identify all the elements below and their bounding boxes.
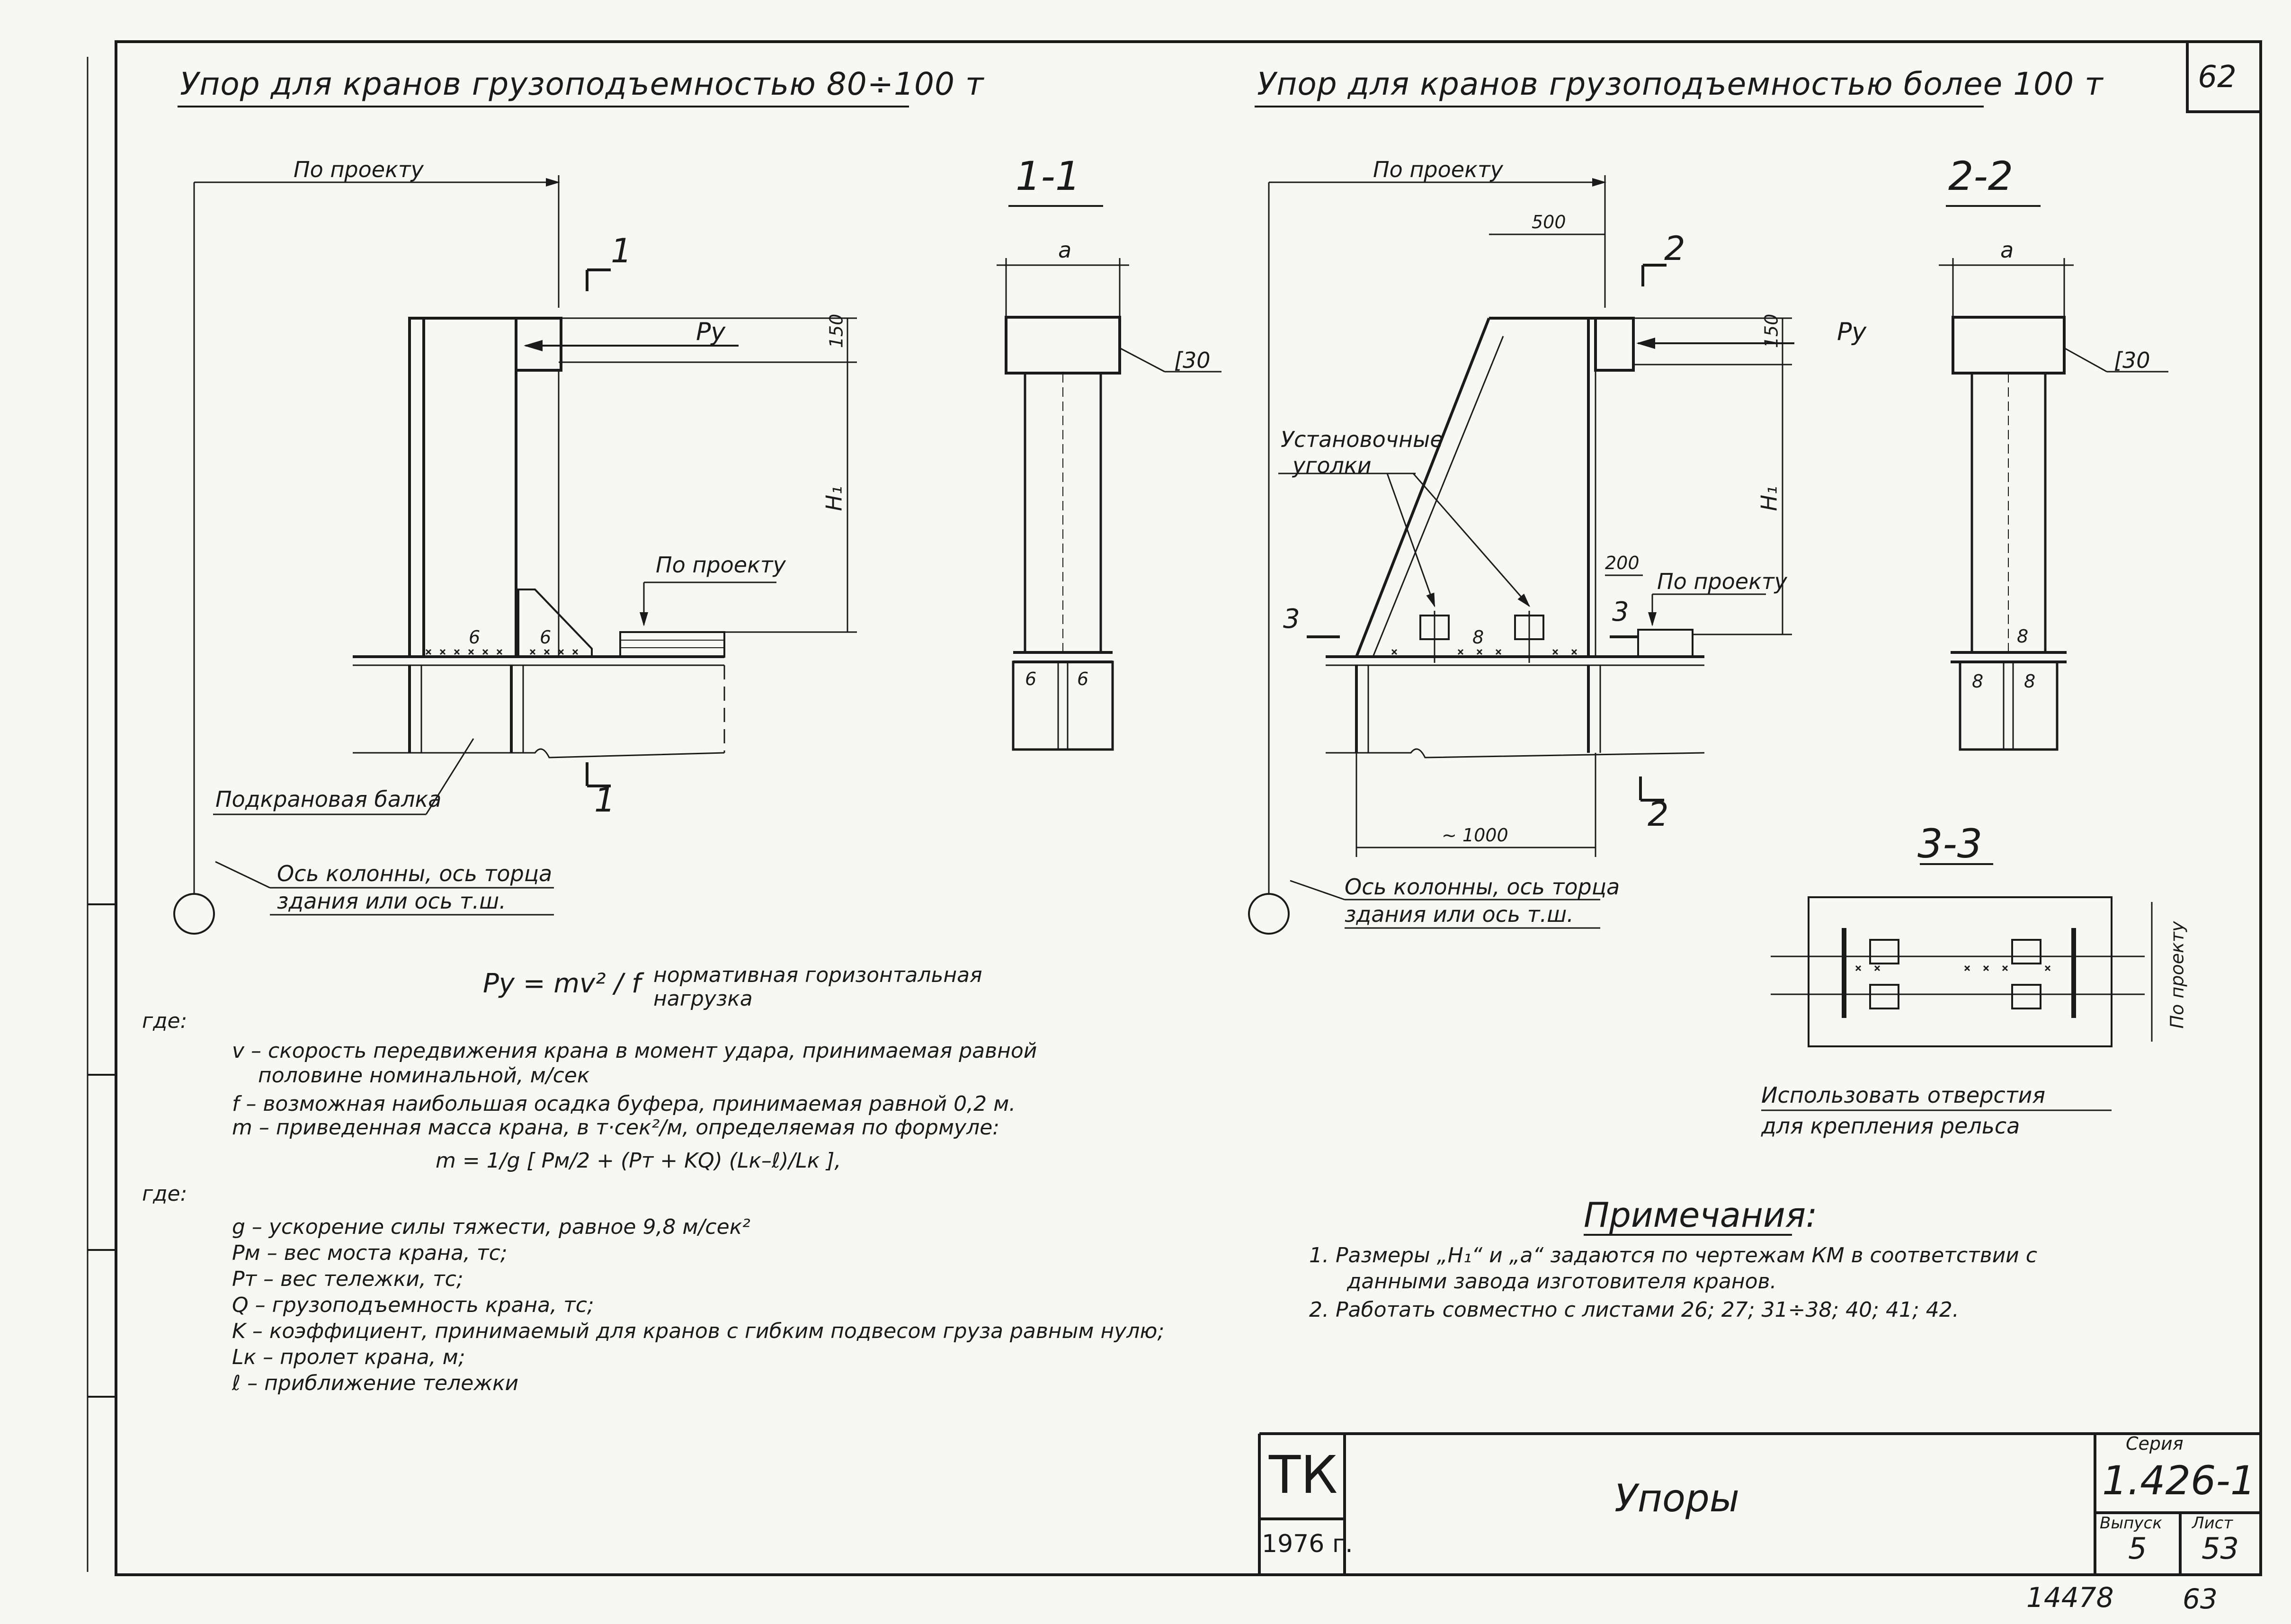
note-1a: 1. Размеры „H₁“ и „a“ задаются по чертеж… — [1309, 1243, 2037, 1267]
left-dim-a: a — [1058, 237, 1072, 263]
right-rail-level: По проекту — [1657, 569, 1787, 594]
formula-note-1: нормативная горизонтальная — [653, 963, 982, 987]
left-force: Pу — [696, 318, 726, 346]
formula-k: K – коэффициент, принимаемый для кранов … — [232, 1319, 1165, 1343]
formula-l: ℓ – приближение тележки — [232, 1371, 519, 1395]
left-axis-label-2: здания или ось т.ш. — [277, 888, 506, 914]
archive-number: 14478 — [2026, 1581, 2114, 1614]
note-1b: данными завода изготовителя кранов. — [1347, 1269, 1777, 1294]
left-title: Упор для кранов грузоподъемностью 80÷100… — [180, 66, 984, 102]
right-dim-1000: ~ 1000 — [1442, 825, 1508, 846]
section-2-2-label: 2-2 — [1948, 153, 2014, 199]
section-3-dim: По проекту — [2166, 921, 2188, 1029]
tb-name: Упоры — [1614, 1476, 1739, 1520]
angles-label-2: уголки — [1293, 453, 1372, 478]
axis-bubble — [173, 893, 215, 935]
right-dim-200: 200 — [1605, 553, 1640, 573]
cut-2-top: 2 — [1664, 229, 1685, 268]
left-weld-3: 6 — [1025, 669, 1037, 689]
right-axis-label-2: здания или ось т.ш. — [1345, 901, 1574, 927]
holes-label-1: Использовать отверстия — [1761, 1082, 2046, 1108]
right-channel: [30 — [2114, 348, 2150, 373]
note-2: 2. Работать совместно с листами 26; 27; … — [1309, 1298, 1959, 1322]
tb-issue-label: Выпуск — [2100, 1514, 2162, 1533]
right-dim-150: 150 — [1761, 313, 1782, 348]
right-weld-2: 8 — [2017, 626, 2029, 647]
tb-sheet: 53 — [2202, 1531, 2239, 1566]
angles-label-1: Установочные — [1281, 427, 1444, 452]
formula-v-2: половине номинальной, м/сек — [258, 1063, 590, 1088]
right-dim-500: 500 — [1532, 212, 1566, 232]
formula-lk: Lк – пролет крана, м; — [232, 1345, 465, 1369]
notes-title: Примечания: — [1584, 1195, 1818, 1235]
sheet-number-box — [2186, 40, 2262, 113]
tb-year: 1976 г. — [1262, 1530, 1353, 1558]
formula-v-1: v – скорость передвижения крана в момент… — [232, 1039, 1037, 1063]
left-weld-2: 6 — [540, 627, 552, 648]
left-weld-4: 6 — [1077, 669, 1089, 689]
formula-pm: Pм – вес моста крана, тс; — [232, 1241, 508, 1265]
section-1-1-label: 1-1 — [1016, 153, 1081, 199]
sheet-frame — [115, 40, 2262, 1576]
right-axis-label-1: Ось колонны, ось торца — [1345, 874, 1620, 900]
holes-label-2: для крепления рельса — [1761, 1113, 2020, 1139]
formula-q: Q – грузоподъемность крана, тс; — [232, 1293, 594, 1317]
cut-3-right: 3 — [1612, 597, 1629, 627]
left-channel: [30 — [1174, 348, 1211, 373]
tb-series-label: Серия — [2126, 1433, 2184, 1454]
right-dim-h1: H₁ — [1756, 486, 1782, 511]
archive-page: 63 — [2183, 1583, 2218, 1615]
right-weld-1: 8 — [1472, 627, 1484, 648]
right-dim-a: a — [2000, 237, 2014, 263]
cut-1-bottom: 1 — [594, 781, 615, 820]
beam-label: Подкрановая балка — [215, 786, 442, 812]
right-force: Pу — [1837, 318, 1867, 346]
cut-3-left: 3 — [1283, 604, 1300, 634]
formula-f: f – возможная наибольшая осадка буфера, … — [232, 1092, 1016, 1116]
left-rail-level: По проекту — [656, 552, 786, 578]
right-dim-project: По проекту — [1373, 157, 1503, 182]
formula-pt: Pт – вес тележки, тс; — [232, 1267, 464, 1291]
left-dim-h1: H₁ — [821, 486, 847, 511]
axis-bubble-right — [1248, 893, 1290, 935]
right-title: Упор для кранов грузоподъемностью более … — [1257, 66, 2104, 102]
left-dim-project: По проекту — [294, 157, 424, 182]
tb-series: 1.426-1 — [2102, 1457, 2256, 1504]
tb-org: ТК — [1269, 1445, 1338, 1505]
section-3-3-label: 3-3 — [1917, 821, 1983, 867]
cut-2-bottom: 2 — [1648, 795, 1669, 834]
formula-where-1: где: — [142, 1009, 187, 1033]
formula-m-expression: m = 1/g [ Pм/2 + (Pт + KQ) (Lк–ℓ)/Lк ], — [436, 1149, 841, 1173]
tb-sheet-label: Лист — [2192, 1514, 2233, 1533]
formula-g: g – ускорение силы тяжести, равное 9,8 м… — [232, 1215, 750, 1239]
left-axis-label-1: Ось колонны, ось торца — [277, 861, 553, 886]
left-weld-1: 6 — [469, 627, 481, 648]
formula-where-2: где: — [142, 1182, 187, 1206]
formula-m: m – приведенная масса крана, в т·сек²/м,… — [232, 1115, 1000, 1140]
tb-issue: 5 — [2128, 1531, 2147, 1566]
sheet-number: 62 — [2198, 60, 2237, 95]
right-weld-4: 8 — [2024, 671, 2036, 692]
right-weld-3: 8 — [1972, 671, 1984, 692]
left-dim-150: 150 — [826, 313, 847, 348]
formula-main: Pу = mv² / f — [483, 968, 641, 999]
formula-note-2: нагрузка — [653, 987, 753, 1011]
cut-1-top: 1 — [611, 232, 632, 270]
